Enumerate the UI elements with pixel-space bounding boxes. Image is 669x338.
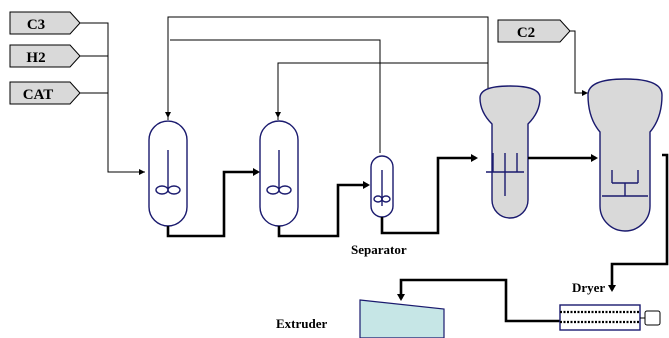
feed-tag-c2: C2 [497,19,571,43]
extruder-label: Extruder [276,316,328,331]
feed-lines [80,22,588,175]
separator-vessel [370,155,394,218]
feed-tag-h2: H2 [9,44,81,68]
feed-tag-c3: C3 [9,11,81,35]
separator-label: Separator [351,242,407,257]
feed-tag-h2-label: H2 [26,50,45,66]
loop-reactor-2 [259,120,299,227]
loop-reactor-1 [148,120,188,227]
product-lines [166,153,669,323]
dryer [559,304,661,331]
recycle-lines [165,16,489,153]
feed-tag-c2-label: C2 [517,25,535,41]
feed-tag-cat-label: CAT [23,87,54,103]
feed-tag-c3-label: C3 [27,17,45,33]
gas-phase-reactor-2 [587,78,663,232]
extruder [359,299,445,338]
dryer-label: Dryer [572,280,605,295]
gas-phase-reactor-1 [479,85,541,219]
feed-tag-cat: CAT [9,81,81,105]
